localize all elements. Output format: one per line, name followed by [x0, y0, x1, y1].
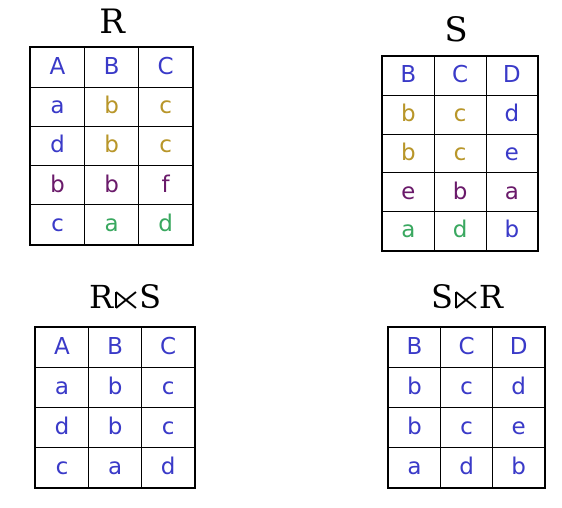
table-cell: a [87, 446, 143, 489]
table-cell: d [29, 125, 85, 167]
attribute-name-cell: D [485, 55, 539, 96]
attribute-name-cell: B [381, 55, 435, 96]
table-cell: b [381, 94, 435, 135]
table-cell: d [485, 94, 539, 135]
r-semijoin-s-left: R [88, 278, 114, 316]
table-cell: c [34, 446, 89, 489]
attribute-name-cell: B [87, 326, 143, 369]
s-semijoin-r-right: R [478, 278, 503, 316]
table-cell: b [485, 210, 539, 252]
table-cell: c [439, 367, 494, 408]
table-cell: e [485, 133, 539, 174]
table-cell: c [138, 86, 194, 127]
table-cell: b [83, 86, 140, 127]
table-cell: d [141, 446, 196, 489]
table-cell: b [387, 367, 441, 408]
table-cell: d [492, 367, 546, 408]
attribute-name-cell: A [34, 326, 89, 369]
relation-s-title: S [444, 10, 468, 50]
table-cell: b [492, 446, 546, 489]
table-cell: b [433, 172, 487, 212]
table-cell: b [381, 133, 435, 174]
left-semijoin-icon [454, 290, 477, 309]
attribute-name-cell: D [492, 326, 546, 369]
table-cell: a [381, 210, 435, 252]
attribute-name-cell: C [138, 46, 194, 88]
table-cell: c [433, 94, 487, 135]
table-cell: c [141, 367, 196, 408]
left-semijoin-icon [115, 290, 137, 309]
table-cell: b [83, 165, 140, 206]
table-cell: e [492, 406, 546, 448]
attribute-name-cell: C [439, 326, 494, 369]
attribute-name-cell: C [141, 326, 196, 369]
table-cell: a [29, 86, 85, 127]
table-cell: d [34, 406, 89, 448]
attribute-name-cell: B [83, 46, 140, 88]
table-cell: c [138, 125, 194, 167]
table-cell: c [433, 133, 487, 174]
relation-r-title: R [99, 2, 125, 42]
s-semijoin-r-left: S [430, 278, 453, 316]
table-cell: c [29, 204, 85, 246]
table-cell: b [87, 367, 143, 408]
attribute-name-cell: B [387, 326, 441, 369]
table-cell: b [87, 406, 143, 448]
table-cell: d [439, 446, 494, 489]
table-cell: f [138, 165, 194, 206]
table-cell: b [29, 165, 85, 206]
attribute-name-cell: C [433, 55, 487, 96]
r-semijoin-s-right: S [139, 278, 161, 316]
table-cell: a [485, 172, 539, 212]
table-cell: a [83, 204, 140, 246]
table-cell: b [83, 125, 140, 167]
table-cell: d [433, 210, 487, 252]
table-cell: c [439, 406, 494, 448]
table-cell: c [141, 406, 196, 448]
attribute-name-cell: A [29, 46, 85, 88]
table-cell: b [387, 406, 441, 448]
table-cell: a [387, 446, 441, 489]
table-cell: e [381, 172, 435, 212]
table-cell: d [138, 204, 194, 246]
table-cell: a [34, 367, 89, 408]
